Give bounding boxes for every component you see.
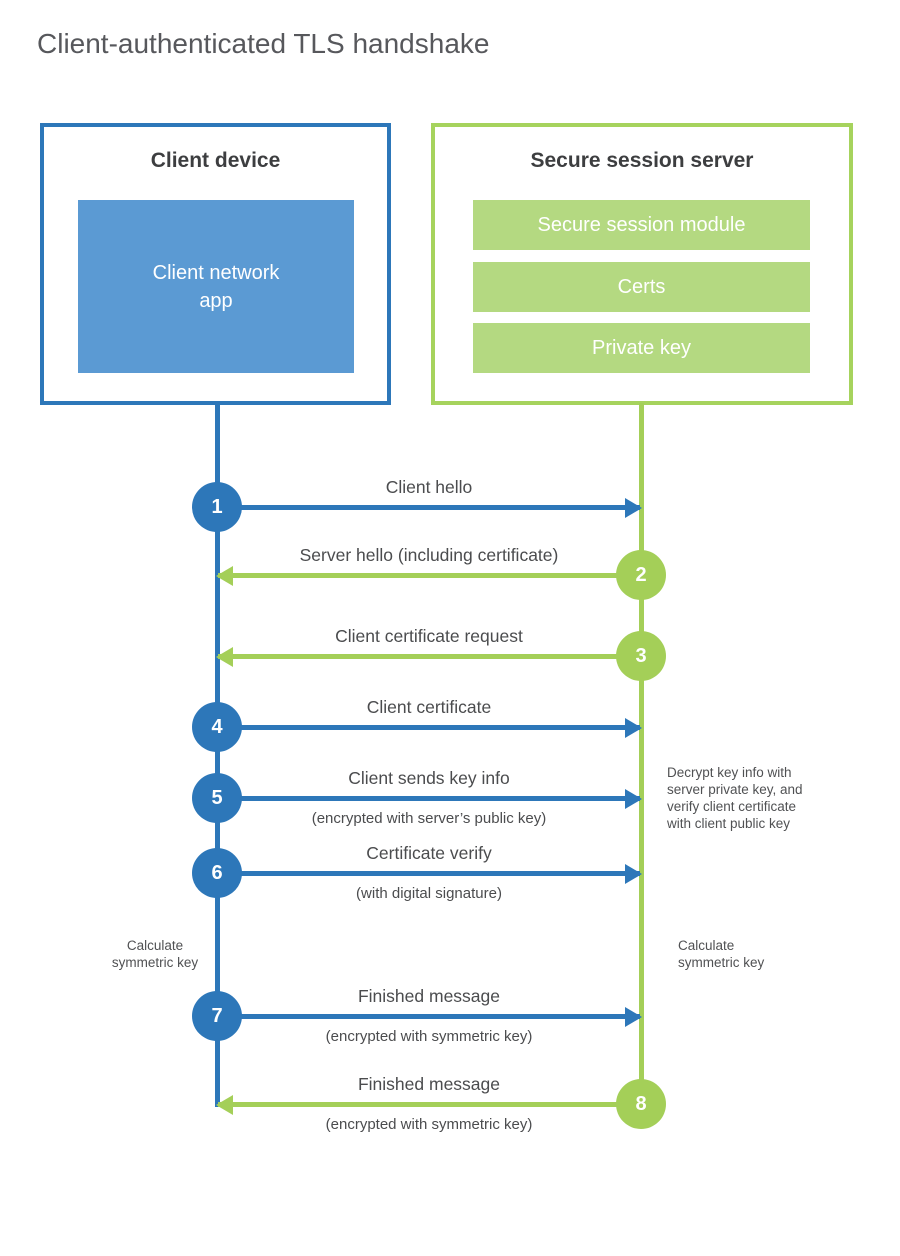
arrow-line bbox=[216, 565, 640, 586]
arrow-line bbox=[218, 1006, 642, 1027]
message-label: Finished message bbox=[357, 986, 501, 1006]
step-badge-3: 3 bbox=[616, 631, 666, 681]
module-bar-certs: Certs bbox=[473, 262, 810, 312]
message-label: Client certificate bbox=[366, 697, 492, 717]
arrow-right-icon bbox=[625, 1006, 642, 1027]
message-sublabel: (encrypted with symmetric key) bbox=[325, 1116, 533, 1133]
arrow-line bbox=[218, 497, 642, 518]
step-number: 5 bbox=[211, 786, 223, 809]
message-label: Finished message bbox=[357, 1074, 501, 1094]
arrow-right-icon bbox=[625, 863, 642, 884]
message-label: Certificate verify bbox=[366, 843, 492, 863]
message-sublabel: (encrypted with server’s public key) bbox=[311, 810, 547, 827]
message-label: Server hello (including certificate) bbox=[299, 545, 559, 565]
step-number: 8 bbox=[635, 1092, 647, 1115]
decrypt-key-note: Decrypt key info with server private key… bbox=[667, 765, 803, 831]
step-badge-1: 1 bbox=[192, 482, 242, 532]
module-bar-private-key: Private key bbox=[473, 323, 810, 373]
arrow-line bbox=[216, 1094, 640, 1115]
step-number: 2 bbox=[635, 563, 647, 586]
arrow-line bbox=[218, 717, 642, 738]
message-label: Client sends key info bbox=[348, 768, 510, 788]
step-badge-7: 7 bbox=[192, 991, 242, 1041]
client-lifeline bbox=[215, 403, 220, 1107]
calculate-symmetric-key-note-client: Calculate symmetric key bbox=[111, 938, 199, 970]
step-number: 6 bbox=[211, 861, 223, 884]
module-bar-secure-session-module: Secure session module bbox=[473, 200, 810, 250]
step-badge-2: 2 bbox=[616, 550, 666, 600]
message-sublabel: (encrypted with symmetric key) bbox=[325, 1028, 533, 1045]
step-badge-6: 6 bbox=[192, 848, 242, 898]
arrow-right-icon bbox=[625, 788, 642, 809]
arrow-left-icon bbox=[216, 565, 233, 586]
arrow-left-icon bbox=[216, 1094, 233, 1115]
client-device-title: Client device bbox=[150, 149, 281, 172]
arrow-line bbox=[218, 863, 642, 884]
step-badge-8: 8 bbox=[616, 1079, 666, 1129]
step-number: 1 bbox=[211, 495, 223, 518]
arrow-right-icon bbox=[625, 497, 642, 518]
arrow-left-icon bbox=[216, 646, 233, 667]
arrow-line bbox=[216, 646, 640, 667]
secure-session-server-title: Secure session server bbox=[530, 149, 754, 172]
message-label: Client certificate request bbox=[335, 626, 523, 646]
step-number: 7 bbox=[211, 1004, 223, 1027]
step-number: 4 bbox=[211, 715, 223, 738]
message-sublabel: (with digital signature) bbox=[356, 885, 502, 902]
client-network-app-box: Client network app bbox=[78, 200, 354, 373]
arrow-line bbox=[218, 788, 642, 809]
calculate-symmetric-key-note-server: Calculate symmetric key bbox=[678, 938, 765, 970]
arrow-right-icon bbox=[625, 717, 642, 738]
message-label: Client hello bbox=[385, 477, 473, 497]
server-lifeline bbox=[639, 403, 644, 1107]
step-badge-5: 5 bbox=[192, 773, 242, 823]
step-number: 3 bbox=[635, 644, 647, 667]
step-badge-4: 4 bbox=[192, 702, 242, 752]
page-title: Client-authenticated TLS handshake bbox=[37, 28, 490, 59]
